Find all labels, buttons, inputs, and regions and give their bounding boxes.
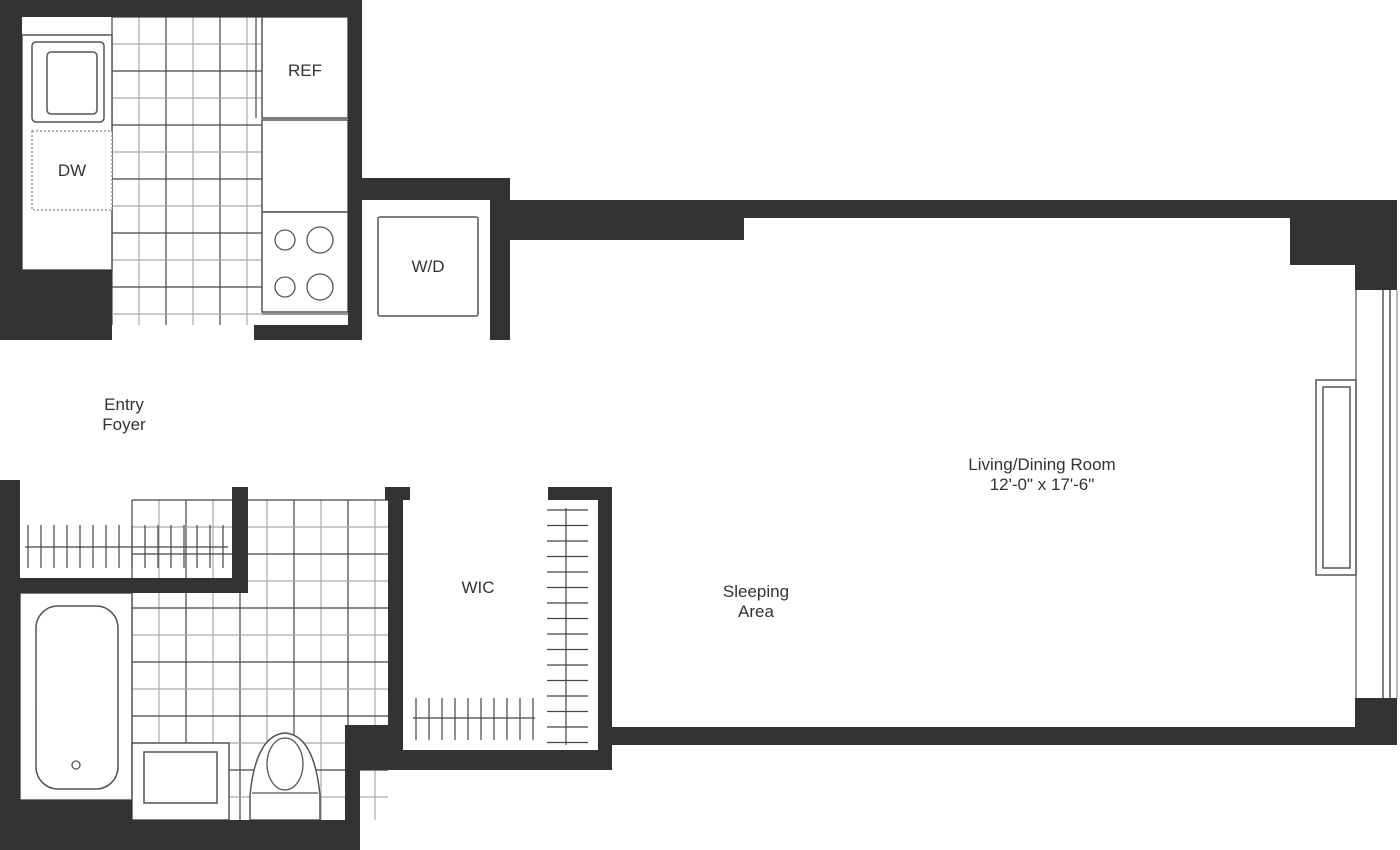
washer-dryer: W/D: [377, 216, 479, 317]
wic-closet-rod-vertical: [547, 508, 588, 745]
refrigerator-label: REF: [288, 61, 322, 80]
dishwasher: DW: [31, 130, 113, 211]
refrigerator: REF: [255, 16, 349, 119]
toilet-icon: [249, 732, 321, 821]
kitchen-counter-right: [261, 119, 349, 213]
living-room-label: Living/Dining Room: [968, 455, 1115, 474]
sleeping-area-label-2: Area: [738, 602, 774, 621]
wic-closet-rod-horizontal: [413, 698, 535, 740]
dishwasher-label: DW: [58, 161, 86, 180]
entry-foyer-label-2: Foyer: [102, 415, 146, 434]
sleeping-area-label-1: Sleeping: [723, 582, 789, 601]
window: [1355, 290, 1398, 698]
living-room-dimensions: 12'-0" x 17'-6": [990, 475, 1095, 494]
bathtub-icon: [19, 592, 133, 801]
radiator: [1315, 379, 1357, 576]
vanity-sink-icon: [131, 742, 230, 821]
wic-label: WIC: [461, 578, 494, 597]
washer-dryer-label: W/D: [411, 257, 444, 276]
foyer-closet-rod: [25, 525, 228, 568]
entry-foyer-label-1: Entry: [104, 395, 144, 414]
kitchen-sink-icon: [31, 41, 105, 123]
stove-icon: [261, 211, 349, 315]
kitchen-tile-floor: [111, 16, 262, 325]
